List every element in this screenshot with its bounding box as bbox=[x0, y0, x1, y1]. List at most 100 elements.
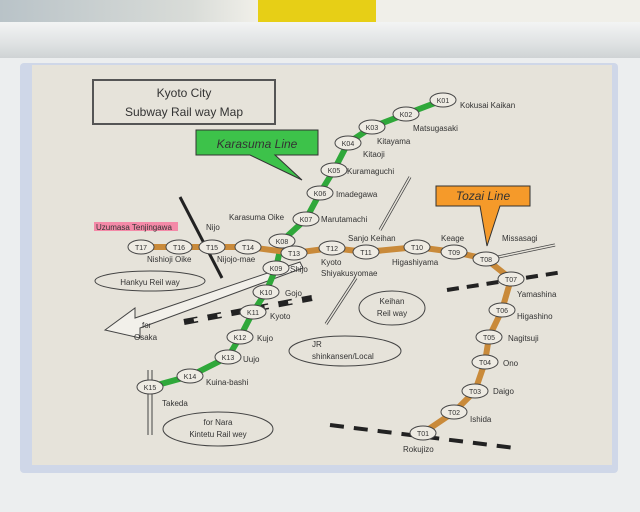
station-code: K09 bbox=[270, 266, 283, 273]
station-name: Kokusai Kaikan bbox=[460, 101, 515, 110]
station-k10[interactable]: K10 Gojo bbox=[252, 284, 302, 300]
station-t17[interactable]: T17 bbox=[127, 239, 155, 255]
station-k06[interactable]: K06 Imadegawa bbox=[306, 185, 378, 201]
karasuma-line-callout: Karasuma Line bbox=[195, 129, 319, 181]
title-line-1: Kyoto City bbox=[157, 86, 212, 100]
station-t05[interactable]: T05 Nagitsuji bbox=[475, 329, 539, 345]
station-k01[interactable]: K01 Kokusai Kaikan bbox=[429, 92, 515, 110]
station-marker bbox=[461, 383, 489, 399]
station-code: T04 bbox=[479, 360, 491, 367]
station-marker bbox=[214, 349, 242, 365]
station-code: T01 bbox=[417, 431, 429, 438]
station-marker bbox=[226, 329, 254, 345]
station-code: T11 bbox=[360, 250, 372, 257]
station-marker bbox=[488, 302, 516, 318]
station-name: Imadegawa bbox=[336, 190, 378, 199]
station-code: T05 bbox=[483, 335, 495, 342]
keihan-label-2: Reil way bbox=[377, 309, 407, 318]
station-marker bbox=[334, 135, 362, 151]
station-code: T10 bbox=[411, 245, 423, 252]
station-name: Shijo bbox=[290, 265, 308, 274]
station-marker bbox=[471, 354, 499, 370]
station-code: K10 bbox=[260, 290, 273, 297]
station-name: Kitayama bbox=[377, 137, 411, 146]
station-name: Kujo bbox=[257, 334, 274, 343]
station-marker bbox=[198, 239, 226, 255]
osaka-label-1: for bbox=[142, 321, 152, 330]
station-marker bbox=[306, 185, 334, 201]
station-code: K06 bbox=[314, 191, 327, 198]
map-title: Kyoto City Subway Rail way Map bbox=[92, 79, 276, 125]
jr-label-1: JR bbox=[312, 340, 322, 349]
other-railways bbox=[103, 176, 564, 450]
board-rail bbox=[0, 22, 640, 58]
station-code: T16 bbox=[173, 245, 185, 252]
station-k07[interactable]: K07 Marutamachi bbox=[292, 211, 367, 227]
station-marker bbox=[234, 239, 262, 255]
station-marker bbox=[429, 92, 457, 108]
station-code: K12 bbox=[234, 335, 247, 342]
station-name: Rokujizo bbox=[403, 445, 434, 454]
tozai-line-label: Tozai Line bbox=[456, 189, 511, 203]
kintetsu-label-1: for Nara bbox=[204, 418, 233, 427]
station-code: K04 bbox=[342, 141, 355, 148]
station-marker bbox=[358, 119, 386, 135]
station-k09[interactable]: K09 Shijo bbox=[262, 260, 308, 276]
station-name: Marutamachi bbox=[321, 215, 367, 224]
station-name: Missasagi bbox=[502, 234, 538, 243]
station-marker bbox=[352, 244, 380, 260]
station-marker bbox=[262, 260, 290, 276]
station-marker bbox=[320, 162, 348, 178]
station-marker bbox=[497, 271, 525, 287]
station-code: T07 bbox=[505, 277, 517, 284]
station-marker bbox=[165, 239, 193, 255]
station-code: K01 bbox=[437, 98, 450, 105]
osaka-label-2: Osaka bbox=[134, 333, 158, 342]
station-marker bbox=[440, 404, 468, 420]
station-code: K14 bbox=[184, 374, 197, 381]
station-marker bbox=[252, 284, 280, 300]
station-t13[interactable]: T13 bbox=[280, 245, 308, 261]
station-marker bbox=[292, 211, 320, 227]
station-name: Uujo bbox=[243, 355, 260, 364]
station-code: T09 bbox=[448, 250, 460, 257]
jr-label-2: shinkansen/Local bbox=[312, 352, 374, 361]
station-name: Gojo bbox=[285, 289, 302, 298]
station-name: Nagitsuji bbox=[508, 334, 539, 343]
station-marker bbox=[239, 304, 267, 320]
station-name: Higashiyama bbox=[392, 258, 439, 267]
station-code: K02 bbox=[400, 112, 413, 119]
station-marker bbox=[475, 329, 503, 345]
station-code: T06 bbox=[496, 308, 508, 315]
station-k12[interactable]: K12 Kujo bbox=[226, 329, 274, 345]
station-name: Kuramaguchi bbox=[347, 167, 394, 176]
station-code: K07 bbox=[300, 217, 313, 224]
map-paper bbox=[32, 65, 612, 465]
station-code: K11 bbox=[247, 310, 259, 317]
station-marker bbox=[409, 425, 437, 441]
station-t14[interactable]: T14 bbox=[234, 239, 262, 255]
station-code: T14 bbox=[242, 245, 254, 252]
